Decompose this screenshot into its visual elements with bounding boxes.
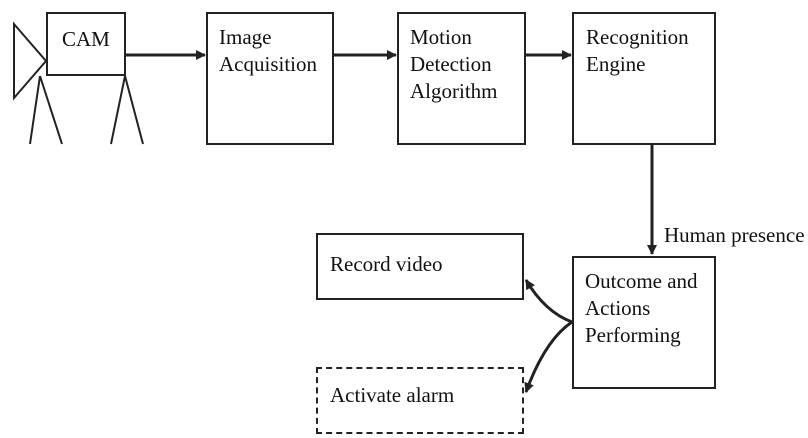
record-video-box xyxy=(316,233,524,300)
motion-detection-label: Motion Detection Algorithm xyxy=(410,25,498,103)
motion-detection-box xyxy=(397,12,526,145)
activate-alarm-label: Activate alarm xyxy=(330,383,455,407)
record-video-label: Record video xyxy=(330,252,443,276)
arrow-outcome-to-alarm xyxy=(524,320,573,393)
cam-label: CAM xyxy=(62,27,110,51)
camera-icon xyxy=(13,21,144,145)
human-presence-label: Human presence xyxy=(664,223,805,247)
cam-box xyxy=(46,12,126,76)
recognition-engine-label: Recognition Engine xyxy=(586,25,689,76)
outcome-actions-box xyxy=(572,256,716,389)
image-acquisition-box xyxy=(206,12,334,145)
activate-alarm-box xyxy=(316,367,524,434)
recognition-engine-box xyxy=(572,12,716,145)
image-acquisition-label: Image Acquisition xyxy=(219,25,317,76)
arrow-outcome-to-record xyxy=(524,279,573,324)
outcome-actions-label: Outcome and Actions Performing xyxy=(585,269,698,347)
